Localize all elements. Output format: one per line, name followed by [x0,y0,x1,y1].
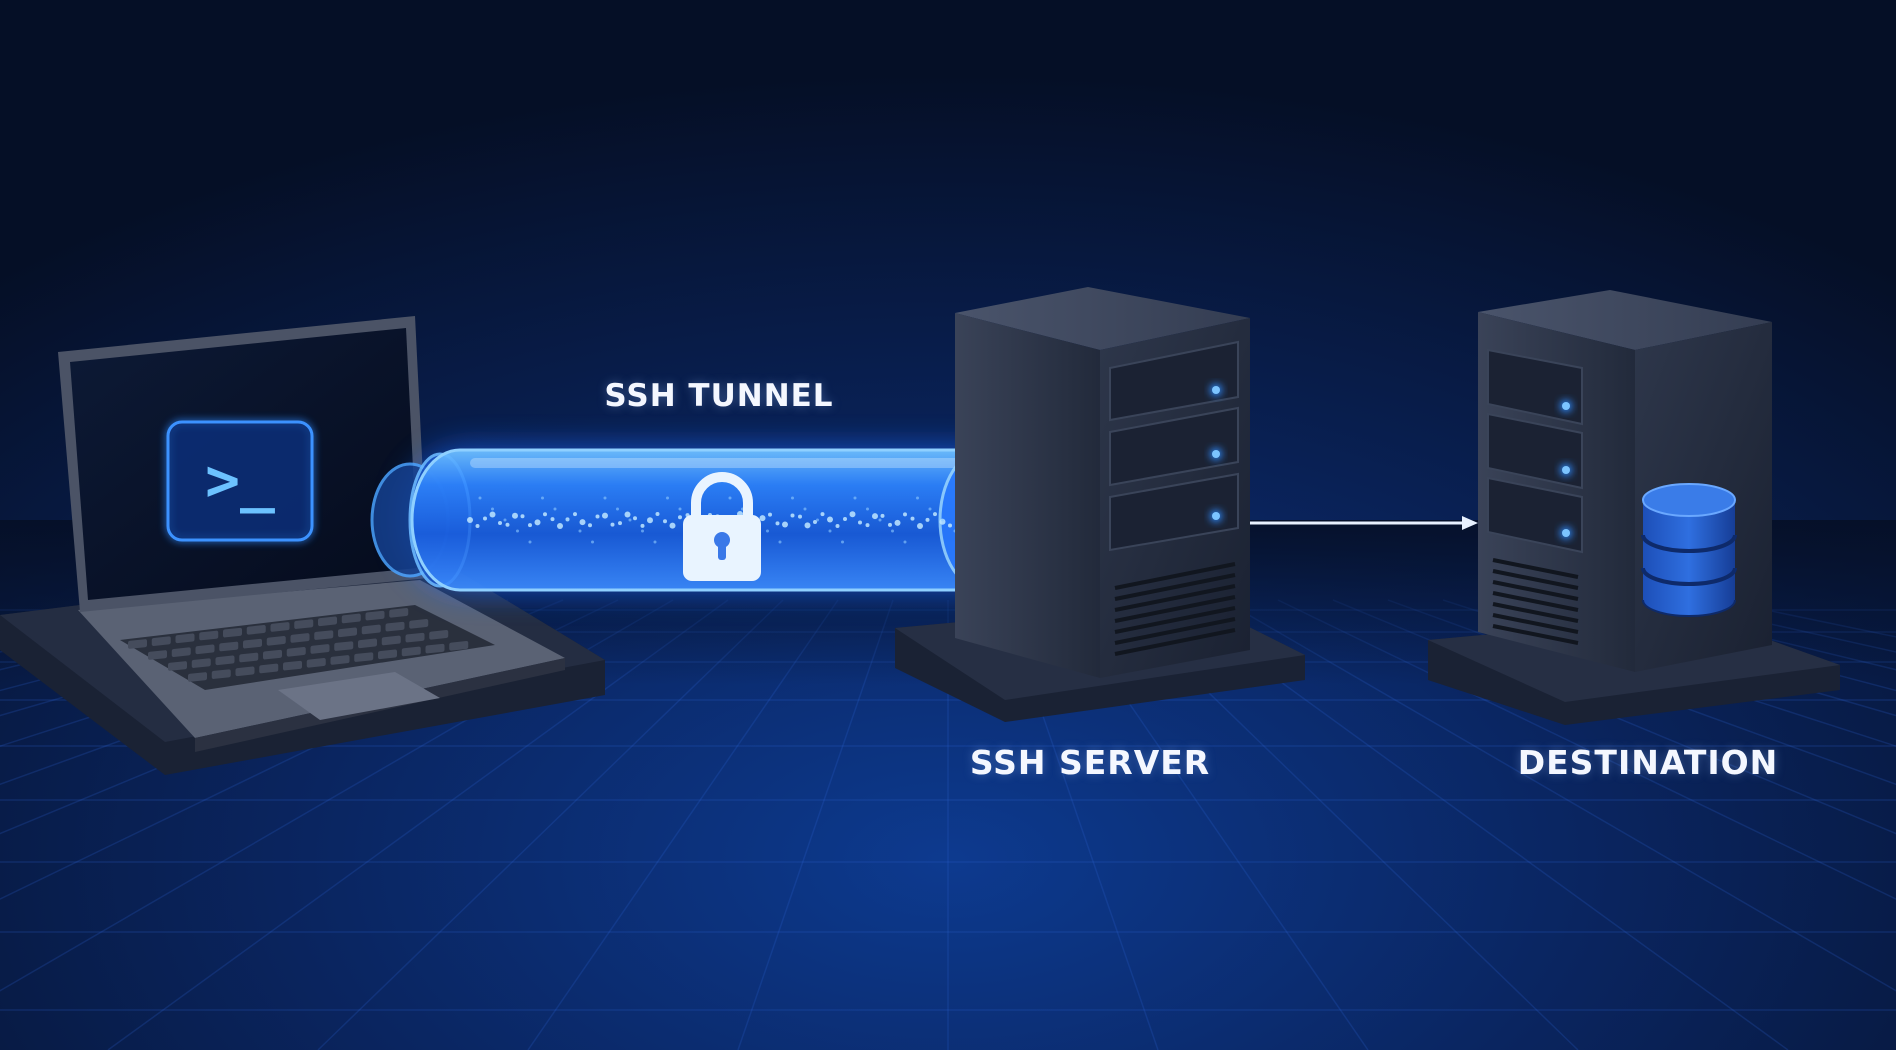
database-icon [1641,483,1737,617]
destination-vents [1492,558,1579,645]
destination-server [1428,290,1840,725]
server-drive-bays [1109,340,1239,552]
laptop-trackpad [278,672,440,720]
server-case-top [955,287,1250,350]
ssh-server [895,287,1305,722]
ssh-tunnel [370,445,1032,595]
lock-icon [683,472,761,581]
terminal-icon: >_ [166,420,314,542]
destination-drive-bays [1487,348,1583,554]
server-case-side [955,313,1100,678]
destination-label: DESTINATION [1517,743,1779,782]
terminal-prompt: >_ [205,446,275,514]
tunnel-label: SSH TUNNEL [604,378,834,414]
server-vents [1114,562,1236,656]
ssh-server-label: SSH SERVER [969,743,1211,782]
destination-case-top [1478,290,1772,350]
connection-arrow [1250,516,1478,530]
keyboard-keys [128,607,469,682]
laptop: >_ [0,316,605,775]
